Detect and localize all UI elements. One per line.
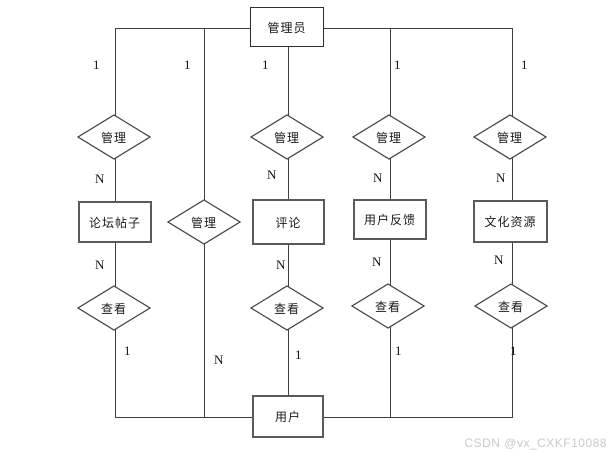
view-comments-label: 查看 — [273, 301, 300, 316]
user-feedback-entity-label: 用户反馈 — [363, 213, 416, 227]
cardinality-col1-top: 1 — [93, 57, 100, 72]
user-entity-label: 用户 — [274, 410, 301, 424]
view-feedback-label: 查看 — [374, 299, 401, 314]
forum-posts-entity-box: 论坛帖子 — [78, 201, 152, 243]
view-feedback-diamond: 查看 — [351, 283, 425, 329]
diamond-shape-icon — [474, 283, 548, 329]
csdn-watermark: CSDN @vx_CXKF10088 — [464, 436, 607, 450]
manage-comments-diamond: 管理 — [250, 114, 324, 160]
cardinality-col5-top: 1 — [521, 57, 528, 72]
cardinality-col3-mid: N — [267, 167, 277, 182]
manage-forum-label: 管理 — [100, 130, 127, 145]
cardinality-col2-bottom: N — [214, 352, 224, 367]
cardinality-col1-mid: N — [95, 171, 105, 186]
admin-entity-label: 管理员 — [267, 20, 307, 35]
cardinality-col3-top: 1 — [262, 57, 269, 72]
diamond-shape-icon — [250, 285, 324, 331]
cardinality-col1-low: N — [95, 257, 105, 272]
manage-user-diamond: 管理 — [167, 199, 241, 245]
view-comments-diamond: 查看 — [250, 285, 324, 331]
cultural-resources-entity-box: 文化资源 — [473, 200, 548, 243]
cardinality-col1-bottom: 1 — [124, 343, 131, 358]
connector-top-right — [324, 28, 513, 29]
manage-resources-label: 管理 — [496, 130, 523, 145]
cardinality-col2-top: 1 — [184, 57, 191, 72]
manage-comments-label: 管理 — [273, 130, 300, 145]
cardinality-col5-bottom: 1 — [510, 343, 517, 358]
diamond-shape-icon — [77, 285, 151, 331]
connector-bottom-left — [115, 417, 253, 418]
view-forum-diamond: 查看 — [77, 285, 151, 331]
cardinality-col3-low: N — [276, 257, 286, 272]
cultural-resources-entity-label: 文化资源 — [484, 215, 537, 229]
cardinality-col5-mid: N — [496, 170, 506, 185]
view-resources-label: 查看 — [497, 299, 524, 314]
diamond-shape-icon — [352, 114, 426, 160]
manage-user-label: 管理 — [190, 215, 217, 230]
cardinality-col4-bottom: 1 — [395, 343, 402, 358]
manage-resources-diamond: 管理 — [473, 114, 547, 160]
cardinality-col3-bottom: 1 — [295, 347, 302, 362]
admin-entity-box: 管理员 — [250, 7, 324, 47]
connector-bottom-right — [324, 417, 513, 418]
user-entity-box: 用户 — [252, 395, 324, 438]
diamond-shape-icon — [351, 283, 425, 329]
comments-entity-label: 评论 — [275, 215, 302, 230]
cardinality-col4-top: 1 — [394, 57, 401, 72]
view-forum-label: 查看 — [100, 301, 127, 316]
user-feedback-entity-box: 用户反馈 — [353, 199, 427, 240]
forum-posts-entity-label: 论坛帖子 — [88, 215, 141, 230]
manage-forum-diamond: 管理 — [77, 114, 151, 160]
cardinality-col4-low: N — [372, 254, 382, 269]
manage-feedback-label: 管理 — [375, 130, 402, 145]
manage-feedback-diamond: 管理 — [352, 114, 426, 160]
cardinality-col5-low: N — [494, 252, 504, 267]
diamond-shape-icon — [473, 114, 547, 160]
connector-top-left — [115, 28, 252, 29]
view-resources-diamond: 查看 — [474, 283, 548, 329]
cardinality-col4-mid: N — [373, 170, 383, 185]
diamond-shape-icon — [77, 114, 151, 160]
comments-entity-box: 评论 — [252, 199, 325, 245]
diamond-shape-icon — [250, 114, 324, 160]
diamond-shape-icon — [167, 199, 241, 245]
